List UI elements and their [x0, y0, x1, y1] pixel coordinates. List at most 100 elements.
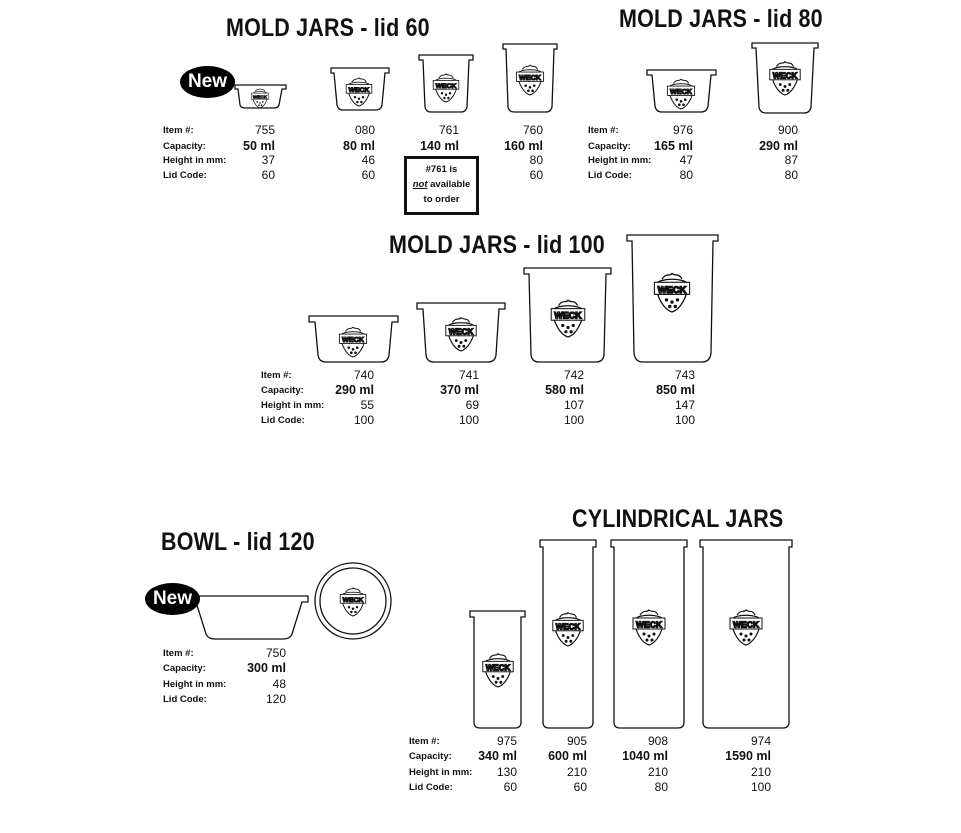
spec-label-item: Item #:	[261, 370, 292, 381]
spec-lid-741: 100	[458, 413, 479, 427]
title-mold-jars-lid-100: MOLD JARS - lid 100	[389, 231, 605, 259]
spec-label-item: Item #:	[588, 125, 619, 136]
new-badge: New	[145, 583, 200, 615]
spec-label-lid: Lid Code:	[409, 782, 453, 793]
spec-lid-740: 100	[353, 413, 374, 427]
new-badge: New	[180, 66, 235, 98]
spec-height-975: 130	[496, 765, 517, 779]
jar-761	[418, 54, 474, 113]
spec-label-lid: Lid Code:	[588, 170, 632, 181]
spec-item-080: 080	[354, 123, 375, 137]
title-mold-jars-lid-60: MOLD JARS - lid 60	[226, 14, 430, 42]
spec-label-capacity: Capacity:	[163, 663, 206, 674]
spec-label-height: Height in mm:	[163, 679, 227, 690]
spec-lid-975: 60	[503, 780, 517, 794]
notice-line-3: to order	[423, 194, 460, 205]
spec-capacity-905: 600 ml	[548, 749, 587, 763]
spec-height-741: 69	[465, 398, 479, 412]
spec-capacity-760: 160 ml	[504, 139, 543, 153]
spec-lid-755: 60	[261, 168, 275, 182]
jar-080	[330, 67, 390, 111]
spec-lid-905: 60	[573, 780, 587, 794]
jar-743	[626, 234, 719, 363]
title-bowl-lid-120: BOWL - lid 120	[161, 528, 315, 556]
spec-lid-750: 120	[265, 692, 286, 706]
spec-label-height: Height in mm:	[588, 155, 652, 166]
spec-label-lid: Lid Code:	[163, 694, 207, 705]
spec-label-lid: Lid Code:	[163, 170, 207, 181]
notice-emphasis: not	[412, 179, 428, 190]
spec-capacity-908: 1040 ml	[622, 749, 668, 763]
bowl-750-top	[314, 562, 392, 640]
spec-capacity-740: 290 ml	[335, 383, 374, 397]
spec-item-750: 750	[265, 646, 286, 660]
spec-capacity-976: 165 ml	[654, 139, 693, 153]
spec-capacity-974: 1590 ml	[725, 749, 771, 763]
jar-755	[234, 84, 287, 109]
spec-label-height: Height in mm:	[261, 400, 325, 411]
spec-height-742: 107	[563, 398, 584, 412]
jar-975	[469, 610, 526, 729]
jar-760	[502, 43, 558, 113]
spec-item-743: 743	[674, 368, 695, 382]
spec-label-height: Height in mm:	[163, 155, 227, 166]
jar-742	[523, 267, 612, 363]
spec-capacity-755: 50 ml	[243, 139, 275, 153]
jar-908	[610, 539, 688, 729]
title-mold-jars-lid-80: MOLD JARS - lid 80	[619, 5, 823, 33]
spec-height-908: 210	[647, 765, 668, 779]
spec-item-974: 974	[750, 734, 771, 748]
spec-lid-742: 100	[563, 413, 584, 427]
spec-height-900: 87	[784, 153, 798, 167]
spec-height-976: 47	[679, 153, 693, 167]
jar-974	[699, 539, 793, 729]
spec-label-capacity: Capacity:	[261, 385, 304, 396]
spec-lid-743: 100	[674, 413, 695, 427]
bowl-750-side	[191, 595, 309, 640]
spec-capacity-750: 300 ml	[247, 661, 286, 675]
spec-height-760: 80	[529, 153, 543, 167]
spec-lid-908: 80	[654, 780, 668, 794]
spec-capacity-975: 340 ml	[478, 749, 517, 763]
spec-height-740: 55	[360, 398, 374, 412]
spec-capacity-080: 80 ml	[343, 139, 375, 153]
notice-line-1: #761 is	[425, 164, 458, 175]
jar-976	[646, 69, 717, 113]
spec-capacity-741: 370 ml	[440, 383, 479, 397]
spec-label-capacity: Capacity:	[588, 141, 631, 152]
spec-label-capacity: Capacity:	[163, 141, 206, 152]
not-available-notice: #761 is not available to order	[404, 156, 479, 215]
spec-label-height: Height in mm:	[409, 767, 473, 778]
spec-height-743: 147	[674, 398, 695, 412]
spec-item-741: 741	[458, 368, 479, 382]
spec-label-item: Item #:	[163, 648, 194, 659]
spec-item-761: 761	[438, 123, 459, 137]
jar-740	[308, 315, 399, 363]
notice-line-2-rest: available	[427, 179, 471, 190]
spec-capacity-900: 290 ml	[759, 139, 798, 153]
spec-height-755: 37	[261, 153, 275, 167]
jar-741	[416, 302, 506, 363]
spec-item-976: 976	[672, 123, 693, 137]
spec-item-760: 760	[522, 123, 543, 137]
spec-lid-974: 100	[750, 780, 771, 794]
spec-lid-760: 60	[529, 168, 543, 182]
spec-capacity-761: 140 ml	[420, 139, 459, 153]
spec-item-975: 975	[496, 734, 517, 748]
spec-item-742: 742	[563, 368, 584, 382]
spec-height-905: 210	[566, 765, 587, 779]
spec-label-item: Item #:	[163, 125, 194, 136]
spec-lid-900: 80	[784, 168, 798, 182]
spec-item-740: 740	[353, 368, 374, 382]
spec-item-905: 905	[566, 734, 587, 748]
notice-line-2: not available	[407, 177, 476, 192]
title-cylindrical-jars: CYLINDRICAL JARS	[572, 505, 784, 533]
spec-lid-976: 80	[679, 168, 693, 182]
spec-lid-080: 60	[361, 168, 375, 182]
spec-height-750: 48	[272, 677, 286, 691]
jar-900	[751, 42, 819, 114]
spec-label-lid: Lid Code:	[261, 415, 305, 426]
spec-item-755: 755	[254, 123, 275, 137]
spec-item-900: 900	[777, 123, 798, 137]
